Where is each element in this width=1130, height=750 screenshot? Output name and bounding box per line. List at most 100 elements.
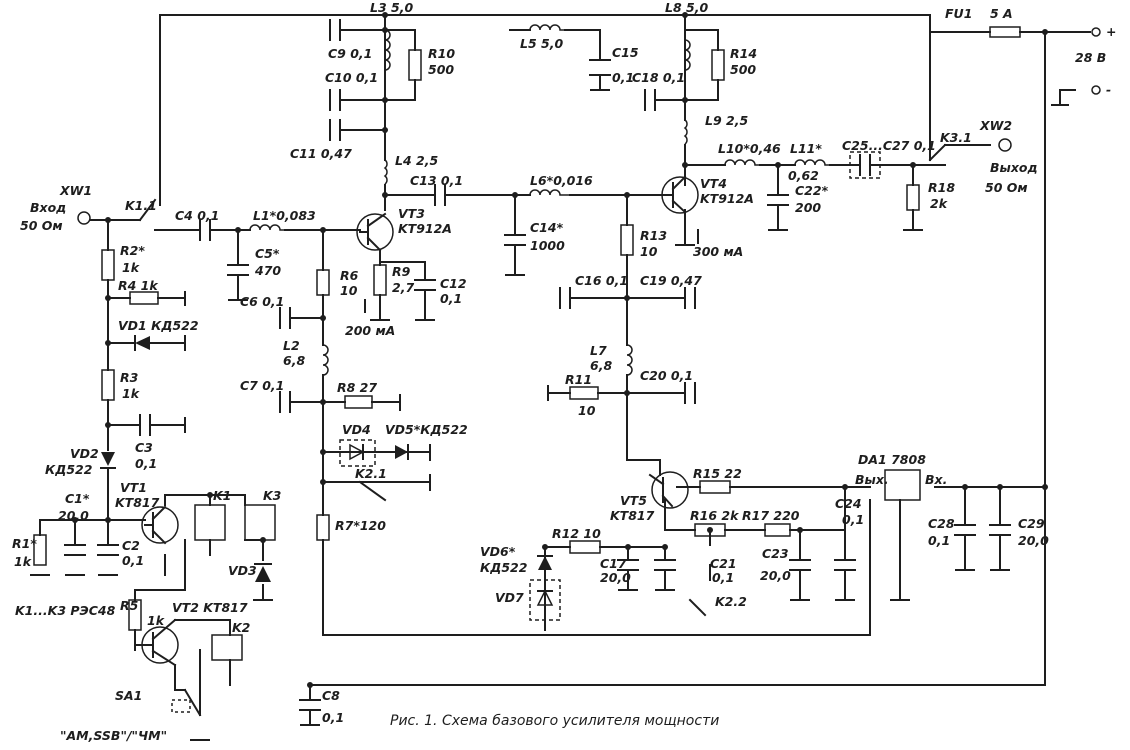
capacitor-c10 — [329, 89, 341, 111]
l2-label: L2 — [283, 338, 300, 353]
c22-label: C22* — [795, 183, 829, 198]
capacitor-c8 — [299, 699, 321, 711]
c5-label: C5* — [255, 246, 280, 261]
vd7-label: VD7 — [495, 590, 524, 605]
vd6-type: КД522 — [480, 560, 527, 575]
c29-label: C29 — [1018, 516, 1045, 531]
inductor-l3 — [384, 29, 391, 71]
l5-label: L5 5,0 — [520, 36, 563, 51]
supply-minus-terminal — [1091, 85, 1101, 95]
capacitor-c13 — [434, 184, 446, 206]
r8-label: R8 27 — [337, 380, 377, 395]
diode-vd4 — [349, 443, 365, 461]
inductor-l9 — [683, 119, 688, 145]
resistor-r9 — [373, 264, 387, 296]
transistor-vt2 — [134, 618, 179, 667]
diode-vd5 — [395, 444, 409, 460]
diode-vd2 — [100, 452, 116, 469]
resistor-r18 — [906, 184, 920, 211]
capacitor-c18 — [644, 89, 656, 111]
c29-value: 20,0 — [1018, 533, 1049, 548]
c11-label: C11 0,47 — [290, 146, 352, 161]
r3-value: 1k — [122, 386, 140, 401]
resistor-r10 — [408, 49, 422, 81]
resistor-r13 — [620, 224, 634, 256]
c1-label: C1* — [65, 491, 90, 506]
r9-label: R9 — [392, 264, 411, 279]
r15-label: R15 22 — [693, 466, 742, 481]
r7-label: R7*120 — [335, 518, 386, 533]
c21-label: C21 — [710, 556, 737, 571]
capacitor-c1 — [64, 544, 86, 556]
capacitor-c4 — [199, 219, 211, 241]
c10-label: C10 0,1 — [325, 70, 378, 85]
c2-value: 0,1 — [122, 553, 144, 568]
vt3-current: 200 мА — [345, 323, 395, 338]
inductor-l1 — [249, 224, 285, 231]
relay-k22-label: K2.2 — [715, 594, 747, 609]
output-impedance: 50 Ом — [985, 180, 1028, 195]
c22-value: 200 — [795, 200, 821, 215]
c7-label: C7 0,1 — [240, 378, 284, 393]
transistor-vt5 — [648, 471, 691, 509]
inductor-l7 — [626, 344, 633, 376]
c6-label: C6 0,1 — [240, 294, 284, 309]
supply-minus-label: - — [1106, 82, 1111, 97]
c28-label: C28 — [928, 516, 955, 531]
capacitor-c6 — [279, 307, 291, 329]
input-label: Вход — [30, 200, 66, 215]
output-label: Выход — [990, 160, 1038, 175]
l4-label: L4 2,5 — [395, 153, 438, 168]
capacitor-c25-c27 — [849, 151, 881, 179]
regulator-out-label: Вых. — [855, 472, 889, 487]
c2-label: C2 — [122, 538, 140, 553]
l3-label: L3 5,0 — [370, 0, 413, 15]
capacitor-c12 — [414, 279, 436, 291]
r14-label: R14 — [730, 46, 757, 61]
l11-value: 0,62 — [788, 168, 819, 183]
figure-caption: Рис. 1. Схема базового усилителя мощност… — [390, 713, 719, 729]
relay-contact-k21 — [358, 480, 387, 502]
inductor-l10 — [724, 159, 760, 166]
relay-k3-label: K3 — [263, 488, 281, 503]
resistor-r7 — [316, 514, 330, 541]
relay-k11-label: K1.1 — [125, 198, 157, 213]
capacitor-c28 — [954, 524, 976, 536]
c8-label: C8 — [322, 688, 340, 703]
resistor-r3 — [101, 369, 115, 401]
r10-value: 500 — [428, 62, 454, 77]
capacitor-c5 — [227, 264, 249, 276]
vt4-label: VT4 — [700, 176, 727, 191]
vd3-label: VD3 — [228, 563, 257, 578]
relay-k2-label: K2 — [232, 620, 250, 635]
c24-label: C24 — [835, 496, 862, 511]
supply-plus-terminal — [1091, 27, 1101, 37]
capacitor-c23 — [789, 559, 811, 571]
capacitor-c21 — [654, 559, 676, 571]
resistor-r2 — [101, 249, 115, 281]
vd5-label: VD5*КД522 — [385, 422, 468, 437]
vt4-current: 300 мА — [693, 244, 743, 259]
capacitor-c14 — [504, 234, 526, 246]
c3-value: 0,1 — [135, 456, 157, 471]
diode-vd4-frame — [339, 439, 376, 467]
vt3-type: KT912A — [398, 221, 452, 236]
capacitor-c2 — [97, 544, 119, 556]
r11-label: R11 — [565, 372, 592, 387]
c28-value: 0,1 — [928, 533, 950, 548]
l7-label: L7 — [590, 343, 607, 358]
relay-k31-label: K3.1 — [940, 130, 972, 145]
vt5-type: KT817 — [610, 508, 655, 523]
junction-dots — [72, 12, 1048, 688]
resistor-r4 — [129, 291, 159, 305]
r11-value: 10 — [578, 403, 596, 418]
capacitor-c16 — [559, 287, 571, 309]
l11-label: L11* — [790, 141, 822, 156]
vt1-type: KT817 — [115, 495, 160, 510]
capacitor-c22 — [767, 194, 789, 206]
r17-label: R17 220 — [742, 508, 800, 523]
r2-value: 1k — [122, 260, 140, 275]
vt3-label: VT3 — [398, 206, 425, 221]
r18-label: R18 — [928, 180, 955, 195]
